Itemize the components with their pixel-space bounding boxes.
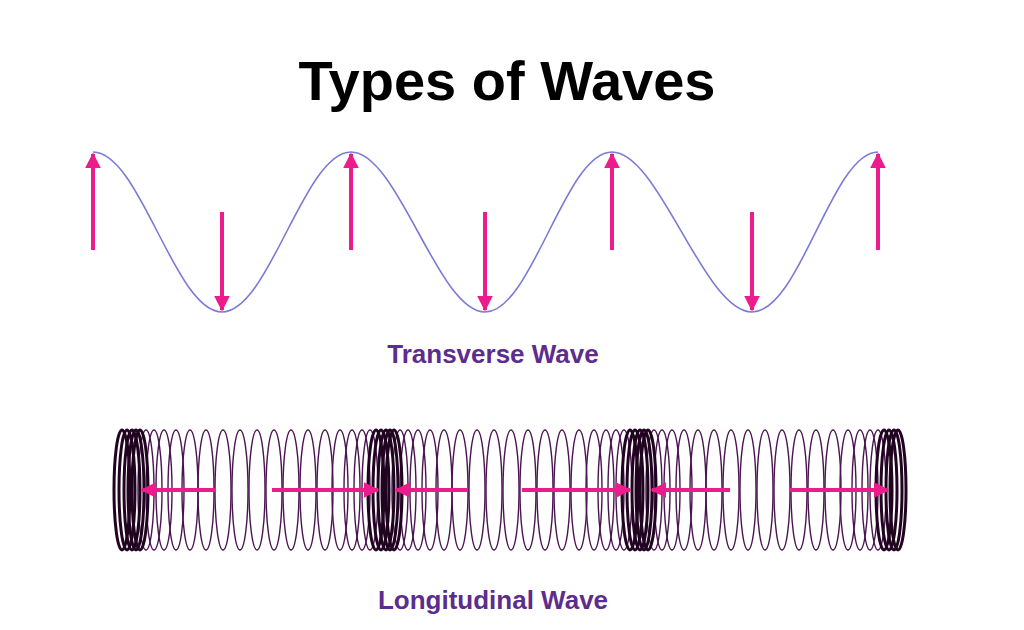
coil-ring	[249, 430, 265, 550]
coil-ring	[486, 430, 502, 550]
right-arrow	[272, 488, 378, 492]
up-arrow	[876, 154, 880, 250]
coil-ring	[636, 430, 652, 550]
coil-ring	[503, 430, 519, 550]
compression-coils	[114, 430, 906, 550]
wave-label: Longitudinal Wave	[378, 585, 608, 616]
sine-wave	[93, 152, 878, 312]
displacement-arrows	[93, 154, 878, 310]
right-arrow	[522, 488, 630, 492]
right-arrow	[790, 488, 888, 492]
up-arrow	[91, 154, 95, 250]
coil-ring	[128, 430, 144, 550]
down-arrow	[483, 212, 487, 310]
spring-coils	[138, 430, 886, 550]
coil-ring	[890, 430, 906, 550]
up-arrow	[610, 154, 614, 250]
left-arrow	[652, 488, 730, 492]
coil-ring	[232, 430, 248, 550]
coil-ring	[382, 430, 398, 550]
up-arrow	[349, 154, 353, 250]
down-arrow	[220, 212, 224, 310]
down-arrow	[750, 212, 754, 310]
coil-ring	[757, 430, 773, 550]
diagram-title: Types of Waves	[298, 48, 715, 113]
left-arrow	[396, 488, 468, 492]
coil-ring	[774, 430, 790, 550]
wave-label: Transverse Wave	[387, 339, 599, 370]
coil-ring	[469, 430, 485, 550]
motion-arrows	[142, 488, 888, 492]
coil-ring	[886, 430, 902, 550]
left-arrow	[142, 488, 215, 492]
coil-ring	[740, 430, 756, 550]
coil-ring	[215, 430, 231, 550]
